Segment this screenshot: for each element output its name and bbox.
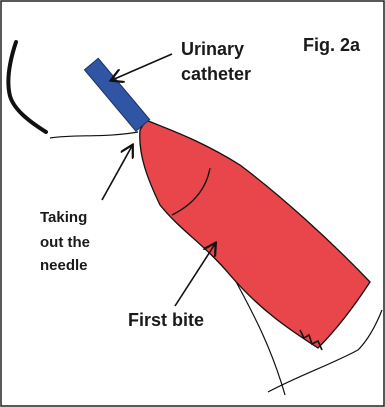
catheter-label-line2: catheter xyxy=(181,64,251,84)
needle-label-line3: needle xyxy=(40,257,88,274)
first-bite-label: First bite xyxy=(128,310,204,330)
needle-label-line1: Taking xyxy=(40,209,87,226)
catheter-label-line1: Urinary xyxy=(181,39,244,59)
figure-label: Fig. 2a xyxy=(303,35,361,55)
needle-label-line2: out the xyxy=(40,234,90,251)
